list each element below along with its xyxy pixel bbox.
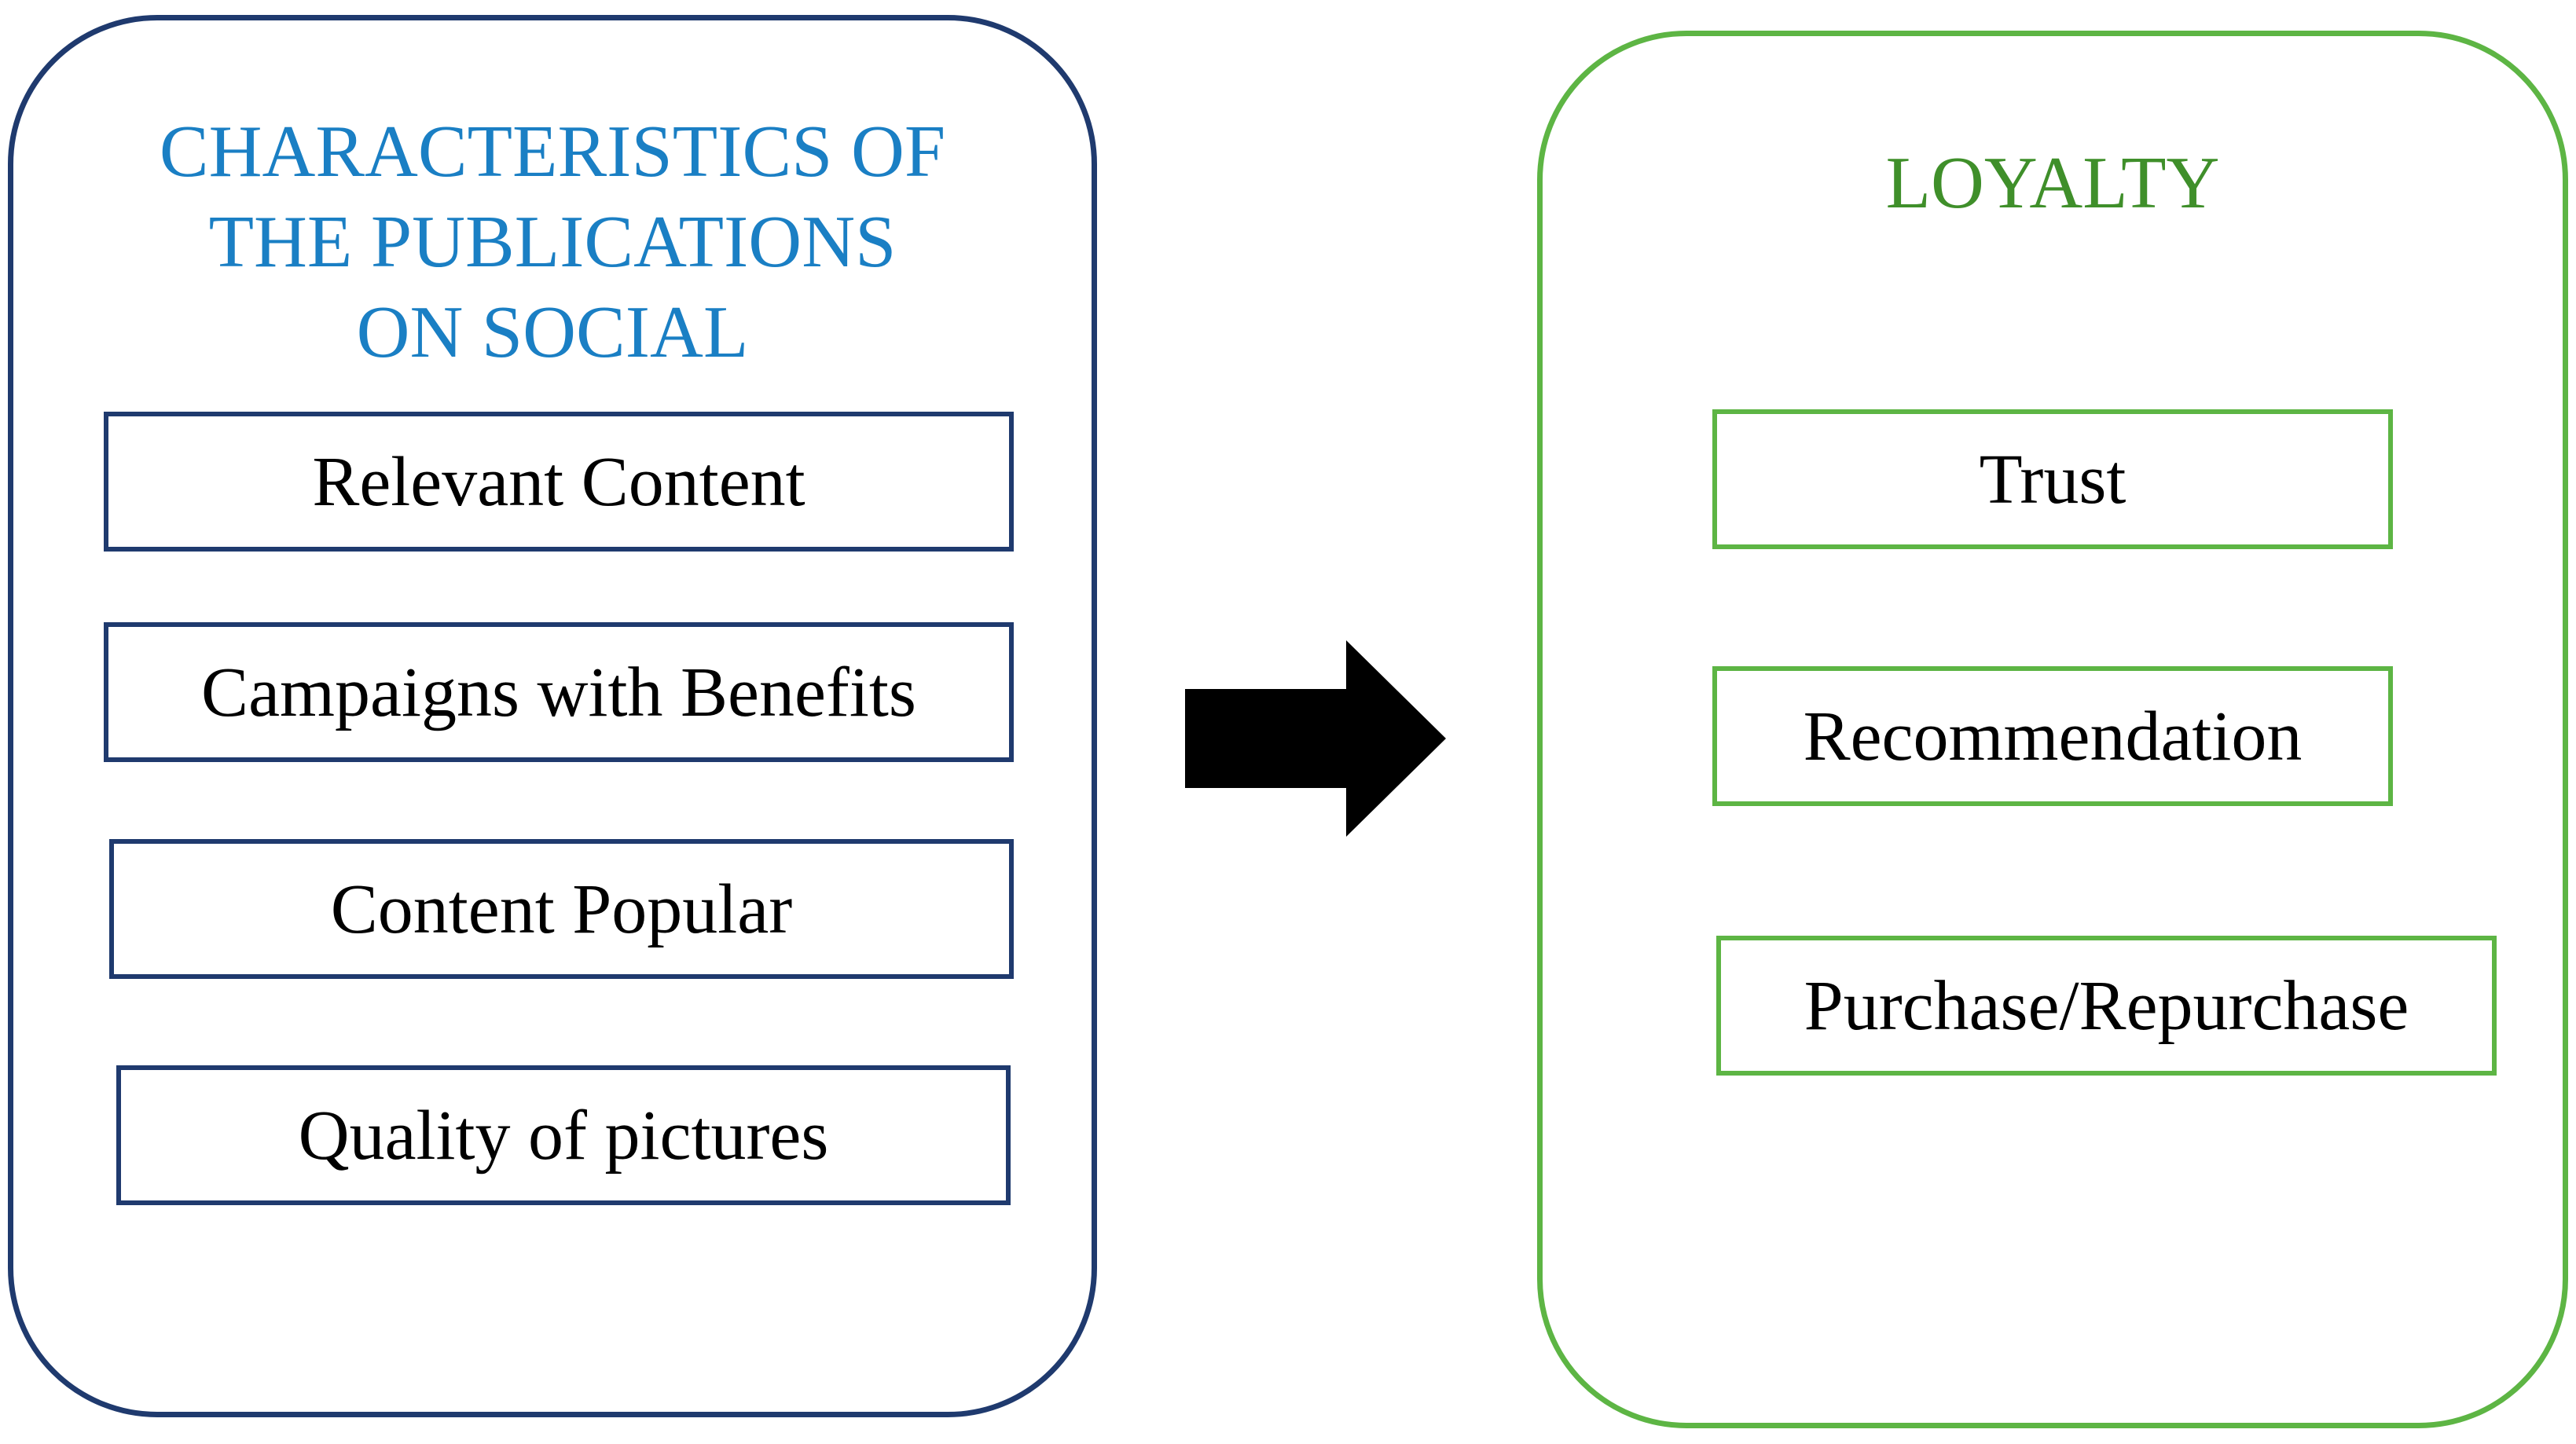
campaigns-with-benefits-box: Campaigns with Benefits xyxy=(104,622,1014,762)
right-arrow-icon xyxy=(1185,640,1446,837)
characteristics-title-line-3: ON SOCIAL xyxy=(356,291,749,373)
characteristics-panel: CHARACTERISTICS OF THE PUBLICATIONS ON S… xyxy=(8,15,1097,1417)
relevant-content-box: Relevant Content xyxy=(104,412,1014,552)
loyalty-panel: LOYALTY xyxy=(1537,31,2568,1428)
characteristics-title-line-1: CHARACTERISTICS OF xyxy=(159,111,946,192)
recommendation-box: Recommendation xyxy=(1712,666,2393,806)
content-popular-box: Content Popular xyxy=(109,839,1014,979)
loyalty-title: LOYALTY xyxy=(1885,142,2220,224)
characteristics-title: CHARACTERISTICS OF THE PUBLICATIONS ON S… xyxy=(13,107,1092,378)
trust-box: Trust xyxy=(1712,409,2393,549)
quality-of-pictures-box: Quality of pictures xyxy=(116,1065,1011,1205)
characteristics-title-line-2: THE PUBLICATIONS xyxy=(208,201,897,283)
purchase-repurchase-box: Purchase/Repurchase xyxy=(1716,936,2497,1076)
